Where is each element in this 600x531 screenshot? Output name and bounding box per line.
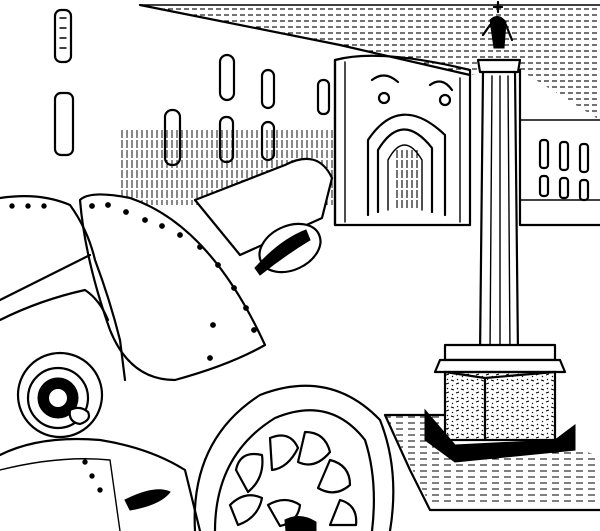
rivets: [89, 202, 257, 361]
hull-front-plate: [78, 193, 267, 382]
gun-barrel-opening: [254, 229, 311, 276]
palace-window-2: [218, 53, 236, 102]
cross-icon: [492, 0, 504, 14]
wheel-spokes: [228, 430, 358, 528]
armored-car: [0, 157, 395, 531]
pedestal-block: [443, 370, 557, 442]
window-left-top: [53, 8, 73, 64]
window-left-mid: [53, 91, 75, 157]
front-wheel-outer: [16, 351, 104, 439]
palace-facade: [120, 3, 600, 227]
alexander-column: [424, 0, 576, 463]
column-capital: [476, 58, 522, 74]
left-building: [53, 8, 75, 157]
palace-window-6: [316, 78, 331, 116]
rear-wheel-hub: [284, 516, 317, 531]
right-building: [518, 68, 600, 227]
column-shaft: [478, 70, 520, 357]
palace-window-4: [260, 68, 276, 110]
gun-turret: [193, 157, 334, 257]
rear-wheel-outer: [193, 384, 395, 531]
triumphal-arch: [333, 54, 472, 227]
pedestal-top: [443, 343, 557, 362]
angel-statue: [489, 16, 507, 49]
cobblestone-square: [383, 413, 600, 512]
